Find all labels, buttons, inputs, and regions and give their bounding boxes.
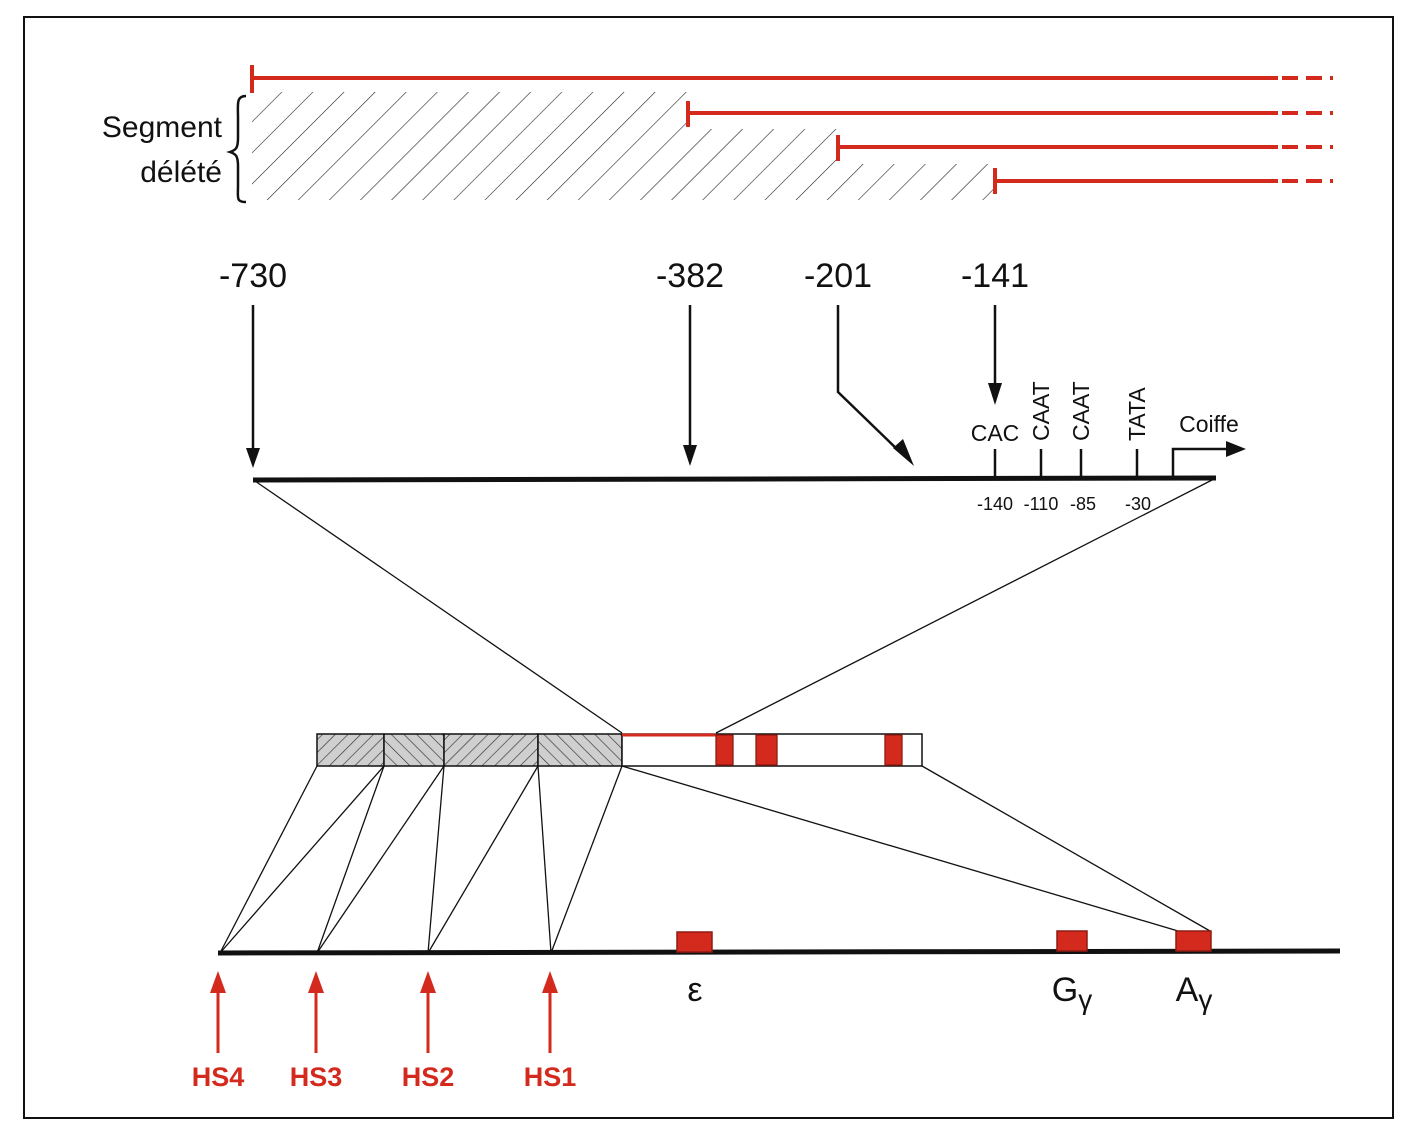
deleted-segment-label-2: délété xyxy=(140,156,222,189)
promoter-coord-30: -30 xyxy=(1125,494,1151,514)
cap-site-label: Coiffe xyxy=(1179,411,1239,437)
position-label-141: -141 xyxy=(961,257,1029,295)
gene-label-epsilon: ε xyxy=(687,971,702,1009)
hs-label-hs4: HS4 xyxy=(192,1062,245,1092)
promoter-element-caat-2: CAAT xyxy=(1068,381,1094,441)
cap-site-arrow xyxy=(1171,441,1246,478)
promoter-element-caat-1: CAAT xyxy=(1028,381,1054,441)
promoter-coord-85: -85 xyxy=(1070,494,1096,514)
position-label-201: -201 xyxy=(804,257,872,295)
hs-label-hs3: HS3 xyxy=(290,1062,343,1092)
gene-box-a-gamma xyxy=(1175,930,1212,952)
position-label-382: -382 xyxy=(656,257,724,295)
gene-region-exon xyxy=(755,734,778,766)
beta-globin-locus-line xyxy=(217,948,1341,956)
arrow-201 xyxy=(836,305,901,453)
deletion-line-141 xyxy=(993,168,1333,194)
lcr-hatched-box xyxy=(316,733,623,767)
zoom-lines-promoter xyxy=(254,478,1215,734)
zoom-lines-locus xyxy=(219,765,1211,954)
position-arrows xyxy=(246,305,1002,468)
deletion-line-730 xyxy=(250,65,1333,93)
hs-label-hs1: HS1 xyxy=(524,1062,577,1092)
gene-region-box xyxy=(621,733,923,767)
gene-label-a-gamma: Aγ xyxy=(1176,971,1213,1015)
hs-label-hs2: HS2 xyxy=(402,1062,455,1092)
gene-label-g-gamma: Gγ xyxy=(1052,971,1092,1015)
deletion-line-201 xyxy=(836,135,1333,161)
hs-arrows xyxy=(210,971,558,1053)
promoter-ticks xyxy=(993,449,1139,478)
deleted-segment-brace xyxy=(226,94,247,204)
promoter-coord-140: -140 xyxy=(977,494,1013,514)
promoter-element-cac: CAC xyxy=(971,420,1020,446)
promoter-line xyxy=(252,475,1217,483)
deleted-segment-hatch xyxy=(252,92,995,200)
arrow-141-head xyxy=(988,383,1002,405)
arrow-730-head xyxy=(246,448,260,468)
gene-region-exon xyxy=(715,734,734,766)
gene-box-epsilon xyxy=(676,931,713,953)
position-label-730: -730 xyxy=(219,257,287,295)
arrow-382-head xyxy=(683,445,697,466)
figure-frame xyxy=(23,16,1394,1119)
gene-box-g-gamma xyxy=(1056,930,1088,952)
gene-region-exon xyxy=(884,734,903,766)
deletion-lines xyxy=(250,65,1333,194)
deletion-line-382 xyxy=(686,101,1333,127)
promoter-coord-110: -110 xyxy=(1024,494,1059,514)
deleted-segment-label-1: Segment xyxy=(102,111,223,144)
promoter-element-tata: TATA xyxy=(1124,387,1150,441)
arrow-201-head xyxy=(893,439,914,466)
